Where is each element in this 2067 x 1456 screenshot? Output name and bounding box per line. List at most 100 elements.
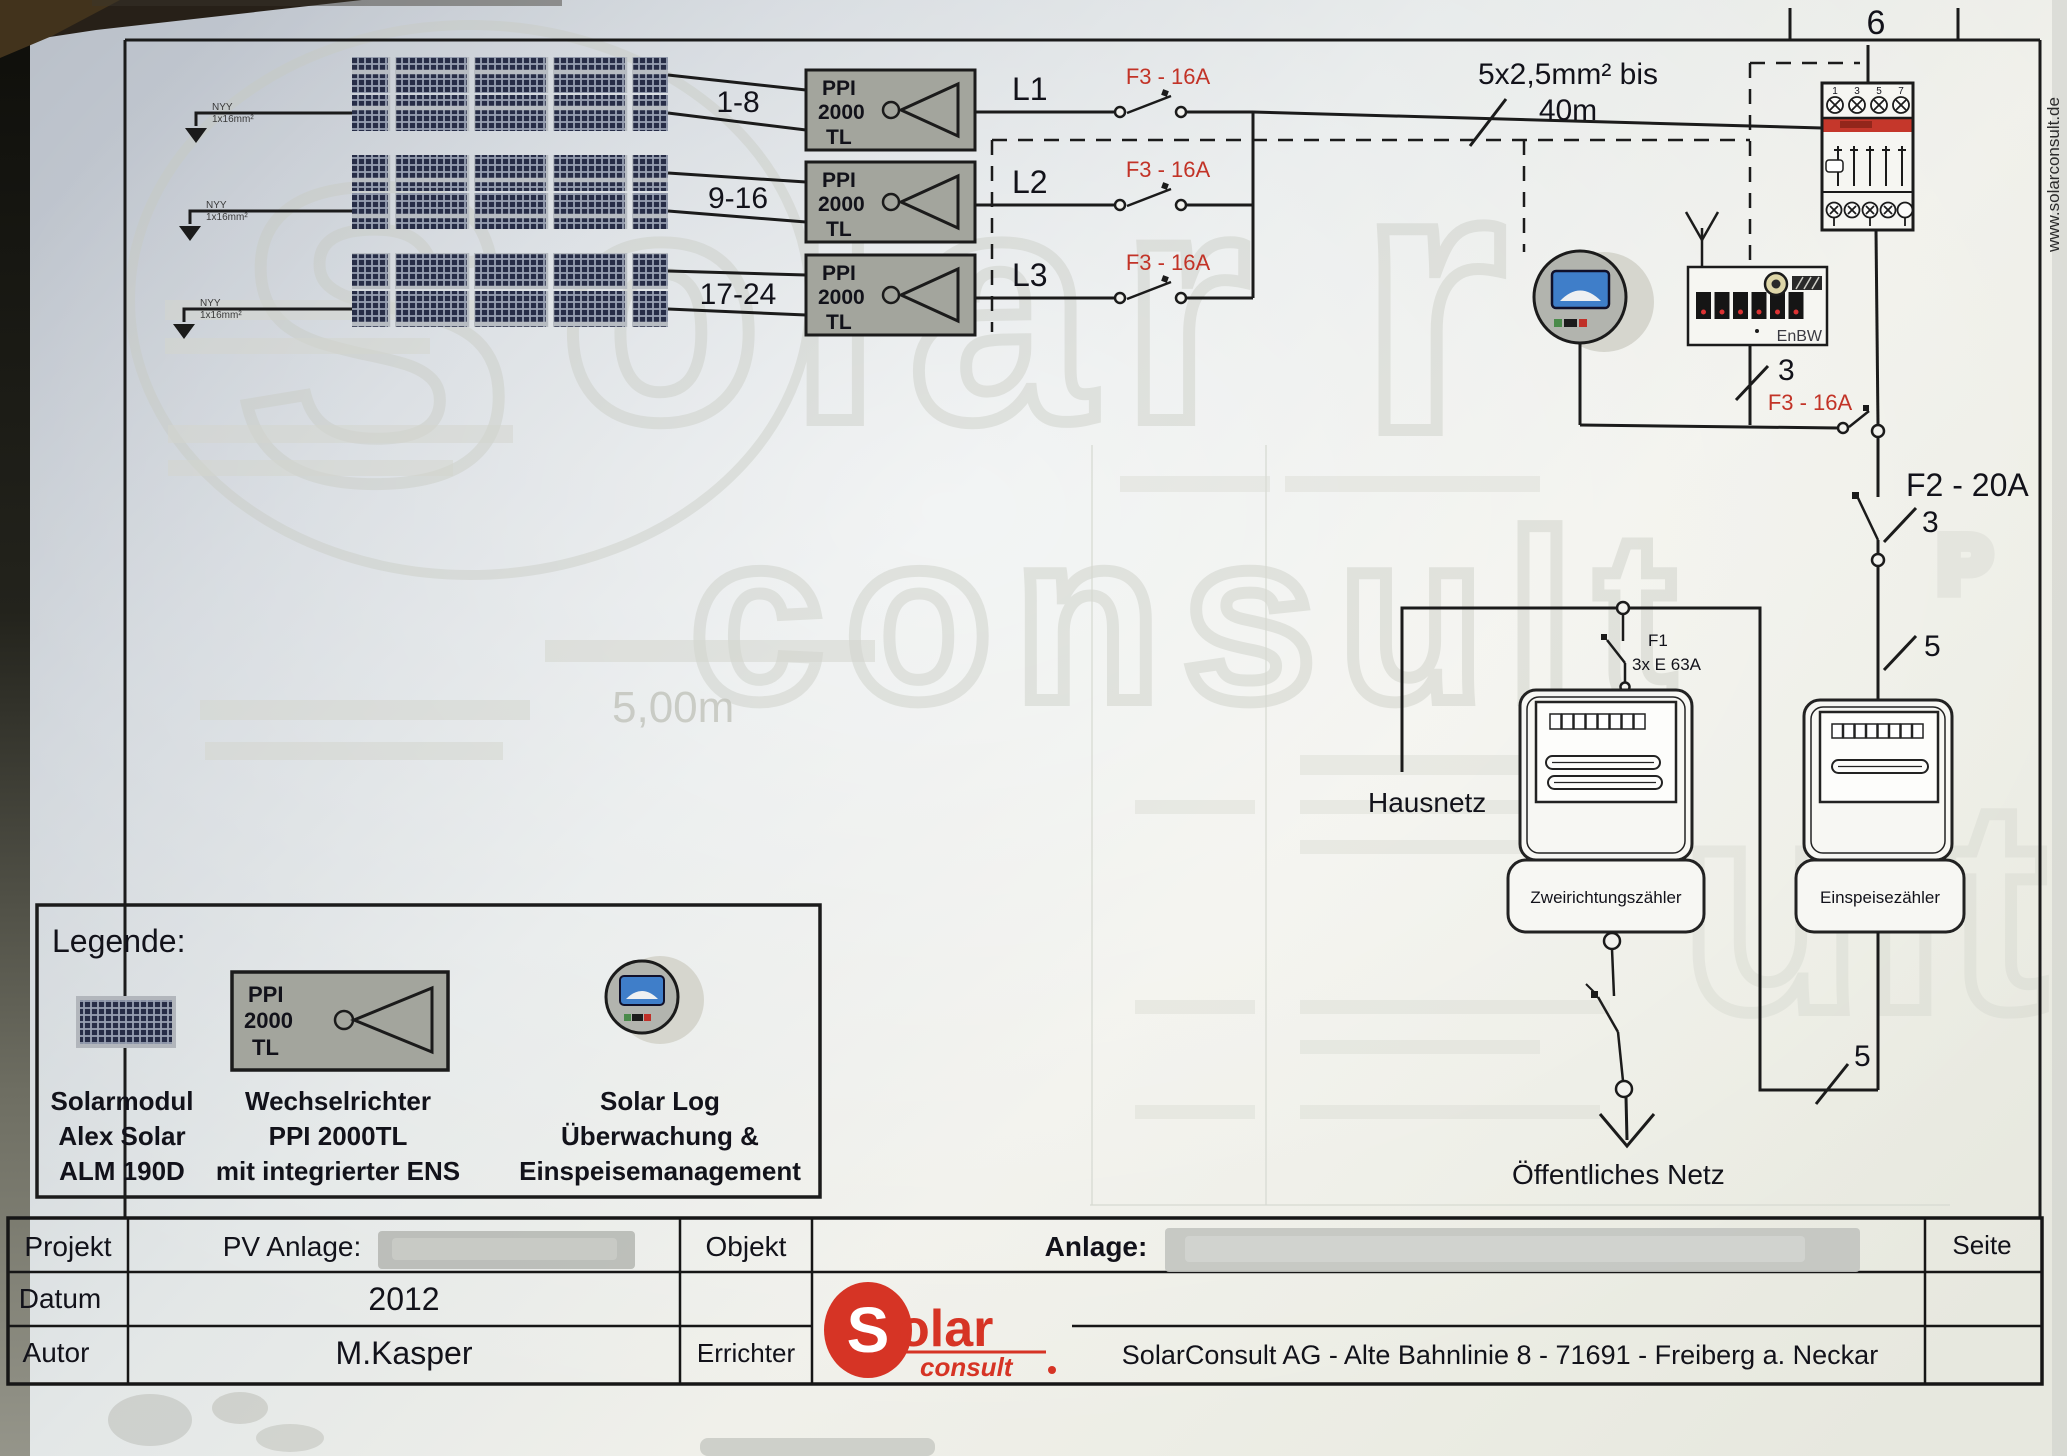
wire-count-slash <box>1882 506 1918 544</box>
breaker-top-terminals: 1 3 5 7 <box>1826 86 1910 114</box>
legend-monitoring-line: Überwachung & <box>561 1121 759 1151</box>
projekt-label: Projekt <box>24 1231 111 1262</box>
string-range-1: 1-8 <box>716 86 759 119</box>
string-wire <box>667 307 807 317</box>
inverter-symbol-triangle <box>897 81 960 139</box>
ground-label: NYY <box>206 200 227 211</box>
junction-node <box>1870 552 1886 568</box>
grid-node <box>1614 1079 1634 1099</box>
fuse-label-f3-l2: F3 - 16A <box>1126 157 1211 182</box>
anlage-label: Anlage: <box>1045 1231 1148 1262</box>
legend-box <box>35 903 822 1199</box>
legend-inverter-icon: PPI 2000 TL <box>230 970 450 1072</box>
legend-panel-icon <box>76 996 176 1048</box>
f2-switch-lever <box>1856 497 1880 541</box>
fuse-label-f3-meterbox: F3 - 16A <box>1768 390 1853 415</box>
inverter-model-line: 2000 <box>818 101 865 124</box>
breaker-toggle <box>1825 159 1844 173</box>
fuse-switch-lever <box>1126 280 1172 301</box>
breaker-bottom-terminals <box>1825 201 1914 226</box>
string-range-2: 9-16 <box>708 182 768 215</box>
inverter-model-line: 2000 <box>818 286 865 309</box>
junction-node <box>1615 600 1631 616</box>
wire-count-3: 3 <box>1778 354 1795 387</box>
pv-array-2-row-2 <box>352 193 668 229</box>
autor-label: Autor <box>23 1337 90 1368</box>
meter-slot <box>1831 759 1929 774</box>
inverter-2: PPI 2000 TL <box>804 160 977 244</box>
wire-count-3: 3 <box>1922 506 1939 539</box>
fuse-node <box>1174 105 1188 119</box>
bidirectional-meter-label: Zweirichtungszähler <box>1530 888 1682 907</box>
inverter-model-line: TL <box>252 1035 279 1060</box>
hausnetz-loop: Hausnetz F1 3x E 63A <box>1368 600 1878 1092</box>
errichter-label: Errichter <box>697 1338 796 1368</box>
logo-word-bottom: consult <box>920 1352 1014 1382</box>
projekt-value: PV Anlage: <box>223 1231 362 1262</box>
meter-bottom-node <box>1602 931 1622 951</box>
datum-value: 2012 <box>368 1281 439 1317</box>
fuse-switch-lever <box>1126 94 1172 115</box>
title-block: Projekt PV Anlage: Objekt Anlage: Seite … <box>6 1216 2044 1386</box>
enbw-receiver: EnBW 3 <box>1684 211 1829 425</box>
phase-l1: L1 F3 - 16A <box>975 64 1253 119</box>
terminal-number: 1 <box>1832 86 1838 97</box>
inverter-model-line: PPI <box>822 77 856 100</box>
ground-label: 1x16mm² <box>200 310 242 321</box>
inverter-model-line: TL <box>826 218 852 241</box>
photo-corner-wood <box>0 0 120 58</box>
cable-slash-mark <box>1468 98 1508 147</box>
fuse-node <box>1113 198 1127 212</box>
meter-register <box>1831 723 1924 739</box>
inverter-model-line: TL <box>826 126 852 149</box>
breaker-levers <box>1834 146 1906 186</box>
pv-array-3-row-2 <box>352 291 668 327</box>
photo-smudges <box>108 1392 935 1456</box>
terminal-number: 7 <box>1898 86 1904 97</box>
terminal-number: 5 <box>1876 86 1882 97</box>
phase-label-l2: L2 <box>1012 164 1048 200</box>
fuse-label-f3-l1: F3 - 16A <box>1126 64 1211 89</box>
comm-dashed-lines <box>990 61 1860 332</box>
f1-switch-lever <box>1606 639 1626 664</box>
pv-array-2: NYY 1x16mm² 9-16 <box>179 155 807 241</box>
legend-monitoring-line: Einspeisemanagement <box>519 1156 801 1186</box>
ground-wire-1 <box>194 111 352 126</box>
logo-letter-s: S <box>847 1294 890 1366</box>
meter-slot <box>1547 775 1663 790</box>
ghost-measurement: 5,00m <box>612 683 734 732</box>
legend-inverter-line: mit integrierter ENS <box>216 1156 460 1186</box>
photo-edge-strip <box>0 0 30 1456</box>
antenna-arm <box>1700 211 1720 241</box>
public-grid-label: Öffentliches Netz <box>1512 1159 1725 1190</box>
enbw-brand: EnBW <box>1777 328 1823 345</box>
inverter-model-line: PPI <box>822 262 856 285</box>
monitoring-feed-line: F3 - 16A <box>1579 390 1886 439</box>
inverter-model-line: 2000 <box>244 1008 293 1033</box>
fuse-node <box>1174 198 1188 212</box>
solar-log-display-curve <box>1560 290 1601 301</box>
ground-label: 1x16mm² <box>206 212 248 223</box>
pv-array-3: NYY 1x16mm² 17-24 <box>173 253 807 339</box>
fuse-switch-lever <box>1848 410 1870 428</box>
meter-slot <box>1545 755 1661 770</box>
legend-inverter-line: Wechselrichter <box>245 1086 431 1116</box>
watermark-letter-p: P <box>1938 520 1991 609</box>
string-wire <box>667 171 807 184</box>
grid-switch-lever <box>1596 996 1620 1033</box>
legend-solarlog-icon <box>604 956 704 1044</box>
inverter-model-line: PPI <box>248 982 283 1007</box>
phase-label-l3: L3 <box>1012 257 1048 293</box>
wire-count-slash <box>1882 634 1918 672</box>
grid-arrow-shaft <box>1624 1096 1629 1141</box>
sheet-section-number: 6 <box>1867 4 1886 42</box>
margin-url: www.solarconsult.de <box>2044 97 2063 253</box>
legend-title: Legende: <box>52 923 185 959</box>
fuse-node <box>1113 291 1127 305</box>
solar-log-display <box>1550 269 1611 310</box>
ground-symbol-2 <box>179 226 201 241</box>
legend-inverter-line: PPI 2000TL <box>269 1121 408 1151</box>
legend-module-line: Alex Solar <box>58 1121 185 1151</box>
meter-label-plate <box>1506 858 1706 934</box>
legend-monitoring-line: Solar Log <box>600 1086 720 1116</box>
